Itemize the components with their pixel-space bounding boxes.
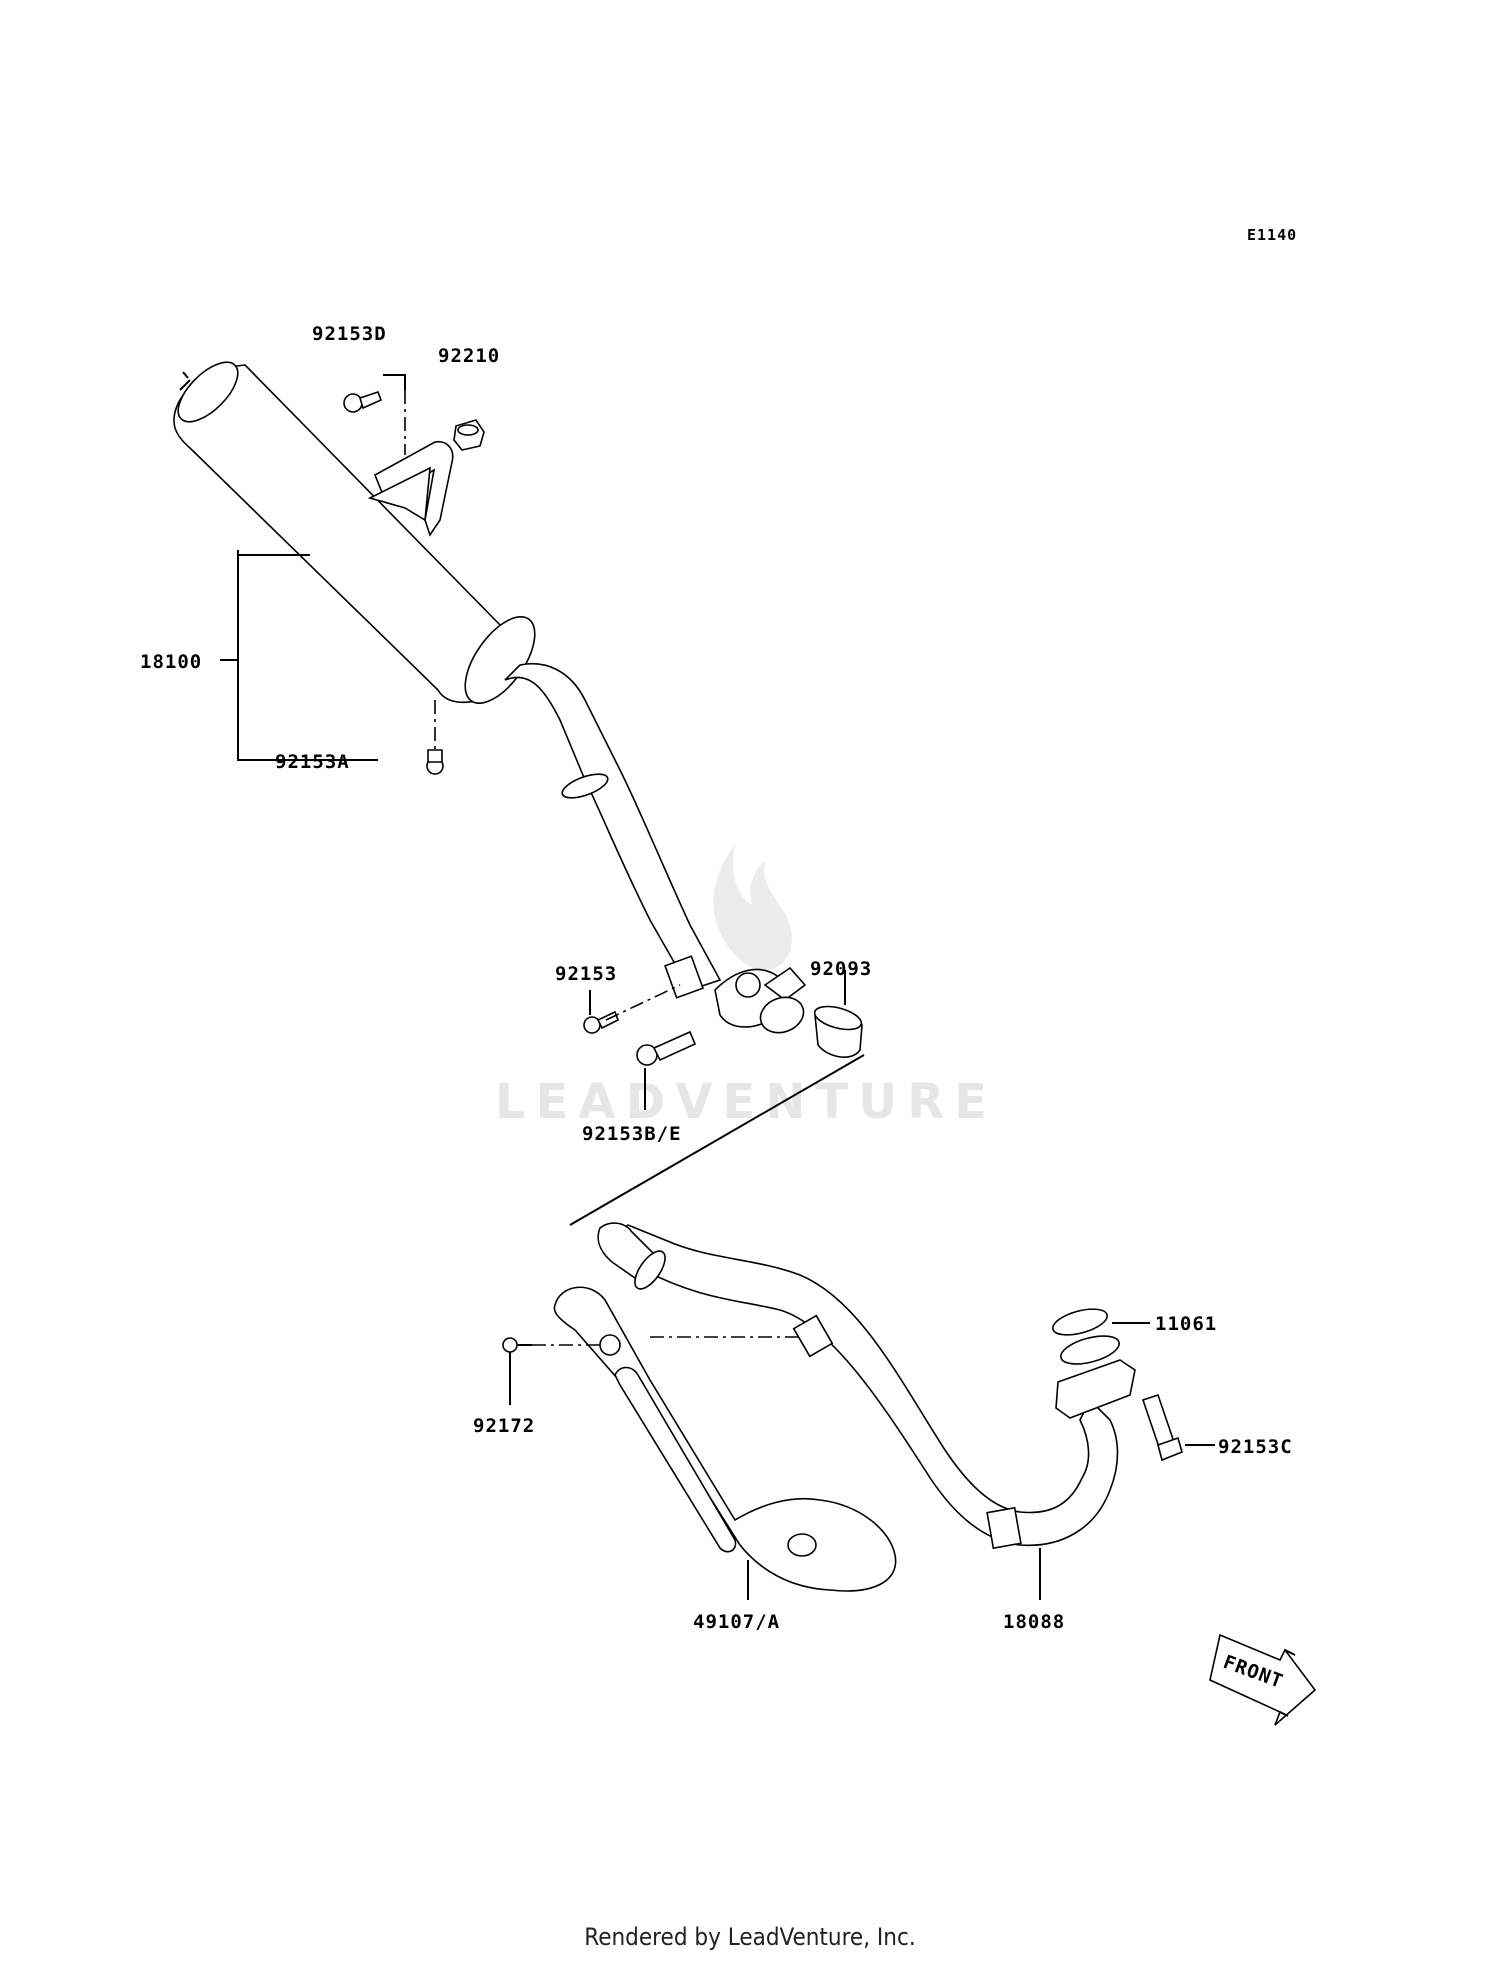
header-pipe-collar — [634, 1250, 666, 1290]
header-pipe-bracket-upper — [792, 1314, 834, 1358]
label-92153A[interactable]: 92153A — [275, 751, 350, 773]
label-92172[interactable]: 92172 — [473, 1415, 535, 1437]
gasket-11061-drawing — [1052, 1308, 1108, 1336]
muffler-drawing — [173, 361, 863, 1058]
watermark-flame-icon — [713, 845, 792, 971]
leader-lines — [220, 374, 1215, 1600]
header-pipe-drawing — [603, 1224, 1119, 1547]
label-92153[interactable]: 92153 — [555, 963, 617, 985]
watermark: LEADVENTURE — [495, 845, 997, 1130]
label-18088[interactable]: 18088 — [1003, 1611, 1065, 1633]
diagram-code: E1140 — [1247, 226, 1297, 244]
header-flange — [1055, 1359, 1136, 1419]
footer-credit: Rendered by LeadVenture, Inc. — [584, 1923, 915, 1951]
front-arrow-icon: FRONT — [1209, 1633, 1317, 1726]
heat-guard-mount-hole — [599, 1334, 621, 1356]
label-49107A[interactable]: 49107/A — [693, 1611, 780, 1633]
fasteners — [343, 390, 1183, 1462]
label-11061[interactable]: 11061 — [1155, 1313, 1217, 1335]
label-92153D[interactable]: 92153D — [312, 323, 387, 345]
heat-guard-drawing — [553, 1286, 897, 1592]
label-92153C[interactable]: 92153C — [1218, 1436, 1293, 1458]
header-pipe-bracket-lower — [986, 1506, 1022, 1550]
label-18100[interactable]: 18100 — [140, 651, 202, 673]
heat-guard-slot — [614, 1366, 737, 1553]
label-92210[interactable]: 92210 — [438, 345, 500, 367]
label-92093[interactable]: 92093 — [810, 958, 872, 980]
label-92153BE[interactable]: 92153B/E — [582, 1123, 682, 1145]
heat-guard-hole — [787, 1533, 817, 1557]
flange-ring — [1060, 1335, 1120, 1365]
watermark-text: LEADVENTURE — [495, 1074, 997, 1130]
